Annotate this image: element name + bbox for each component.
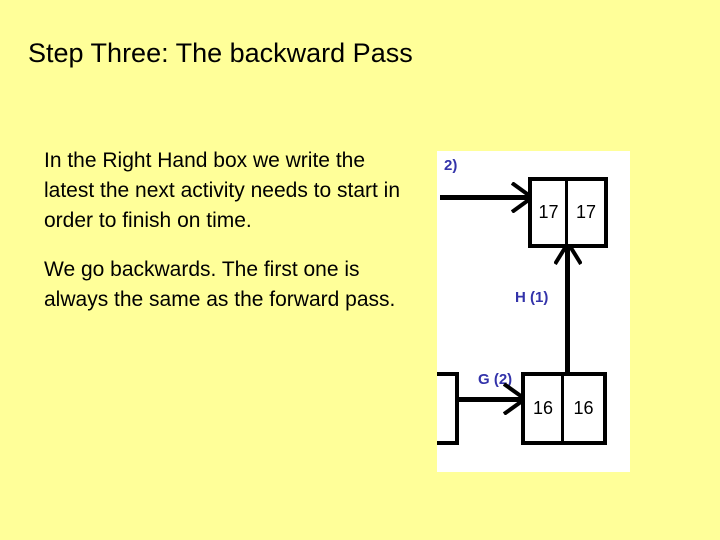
node-label-h: H (1)	[515, 289, 549, 306]
activity-box-top-left-value: 17	[532, 181, 568, 244]
node-label-g: G (2)	[478, 371, 513, 388]
body-paragraph-2: We go backwards. The first one is always…	[44, 258, 396, 311]
body-paragraph-1: In the Right Hand box we write the lates…	[44, 149, 401, 232]
page-title: Step Three: The backward Pass	[28, 38, 413, 68]
arrow-shaft-vertical	[565, 246, 570, 376]
activity-box-top: 17 17	[528, 177, 608, 248]
activity-box-bottom-right-value: 16	[573, 398, 594, 418]
node-label-i: 2)	[444, 157, 458, 174]
activity-box-bottom: 16 16	[521, 372, 607, 445]
activity-box-top-right-value: 17	[575, 202, 597, 222]
arrow-shaft-into-bottom-box	[455, 397, 523, 402]
body-text-block: In the Right Hand box we write the lates…	[44, 146, 416, 315]
network-diagram-panel: 2) H (1) G (2) 17 17	[437, 151, 630, 472]
activity-box-bottom-left-value: 16	[525, 376, 564, 441]
activity-box-partial	[437, 372, 459, 445]
arrow-shaft-into-top-box	[440, 195, 530, 200]
